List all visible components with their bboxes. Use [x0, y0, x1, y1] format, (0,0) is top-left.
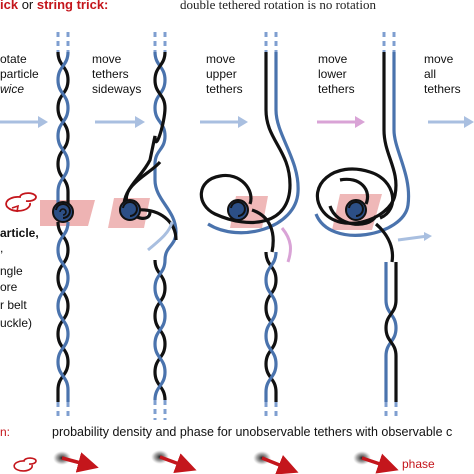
footer-left: n:: [0, 425, 11, 439]
left-line-7: ore: [0, 280, 18, 294]
particle-3: [227, 199, 249, 221]
phase-blob-2: [151, 450, 197, 474]
step-2-line-3: tethers: [206, 82, 243, 96]
step-1-line-3: sideways: [92, 82, 142, 96]
phase-blob-4: [353, 451, 399, 474]
tether-config-1: [52, 32, 74, 420]
left-line-9: uckle): [0, 316, 33, 330]
phase-blob-1: [53, 451, 99, 473]
left-line-1: otate: [0, 52, 27, 66]
arrow-1: [0, 116, 48, 128]
step-4-line-3: tethers: [424, 82, 461, 96]
header-left: ick or string trick:: [0, 0, 108, 13]
arrow-5: [428, 116, 474, 128]
tether-config-2: [119, 32, 178, 420]
step-2-line-1: move: [206, 52, 236, 66]
particle-1: [52, 201, 74, 223]
footer-main: probability density and phase for unobse…: [52, 425, 453, 439]
phase-label: phase: [402, 457, 435, 471]
header-left-strong: string trick:: [36, 0, 109, 12]
left-line-4: article,: [0, 226, 39, 240]
rotation-spiral-icon: [5, 192, 37, 213]
tether-config-4: [314, 32, 432, 420]
tether-config-3: [199, 32, 300, 420]
step-3-line-3: tethers: [318, 82, 355, 96]
left-line-6: ngle: [0, 264, 23, 278]
step-1-line-1: move: [92, 52, 122, 66]
phase-markers: [13, 450, 399, 474]
step-1-line-2: tethers: [92, 67, 129, 81]
step-2-line-2: upper: [206, 67, 237, 81]
arrow-2: [95, 116, 145, 128]
header-right: double tethered rotation is no rotation: [180, 0, 377, 12]
phase-spiral-icon: [13, 457, 37, 472]
step-4-line-2: all: [424, 67, 437, 81]
particle-2: [119, 199, 141, 221]
left-line-3: wice: [0, 82, 25, 96]
arrow-3: [200, 116, 248, 128]
step-3-line-2: lower: [318, 67, 347, 81]
phase-blob-3: [253, 451, 299, 474]
header-left-or: or: [18, 0, 37, 12]
left-line-5: ,: [0, 241, 4, 255]
arrow-4: [317, 116, 365, 128]
particle-4: [345, 199, 367, 221]
left-line-2: particle: [0, 67, 39, 81]
left-line-8: r belt: [0, 298, 27, 312]
step-4-line-1: move: [424, 52, 454, 66]
step-3-line-1: move: [318, 52, 348, 66]
header-left-prefix: ick: [0, 0, 19, 12]
transition-arrows: [0, 116, 474, 128]
